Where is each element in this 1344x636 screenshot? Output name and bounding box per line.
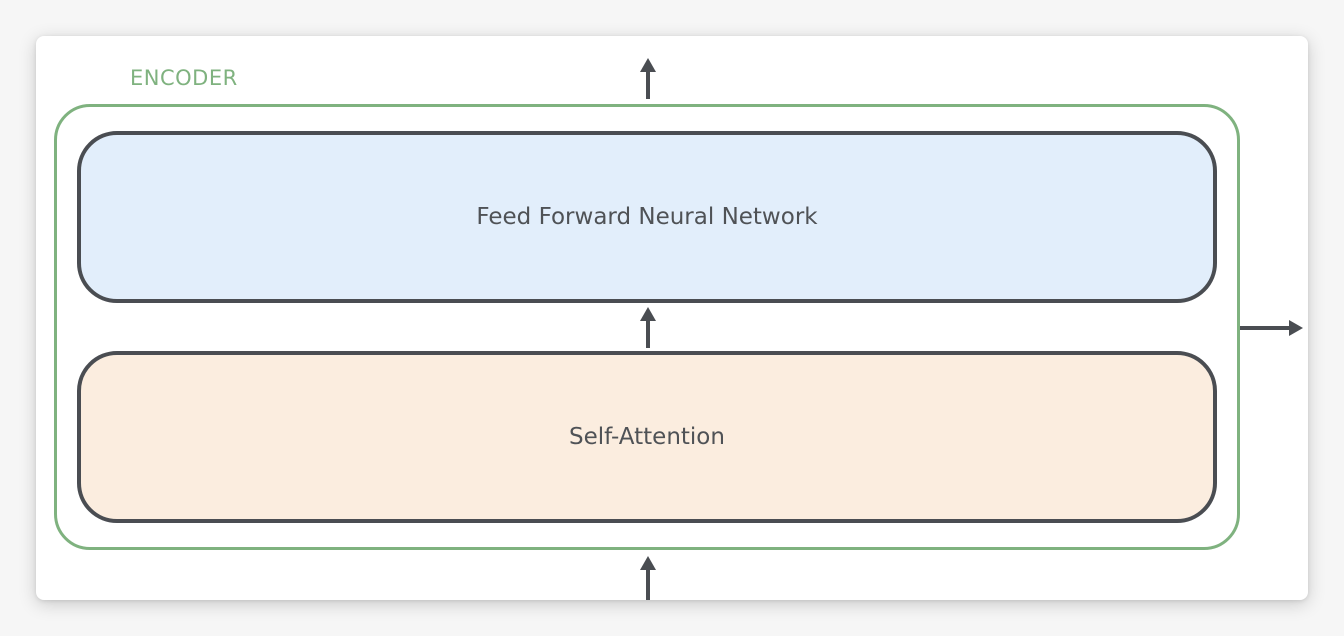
- feed-forward-layer: Feed Forward Neural Network: [77, 131, 1217, 303]
- self-attention-label: Self-Attention: [569, 424, 725, 450]
- encoder-box: [54, 104, 1240, 550]
- self-attention-layer: Self-Attention: [77, 351, 1217, 523]
- encoder-label: ENCODER: [130, 66, 238, 90]
- feed-forward-label: Feed Forward Neural Network: [476, 204, 818, 230]
